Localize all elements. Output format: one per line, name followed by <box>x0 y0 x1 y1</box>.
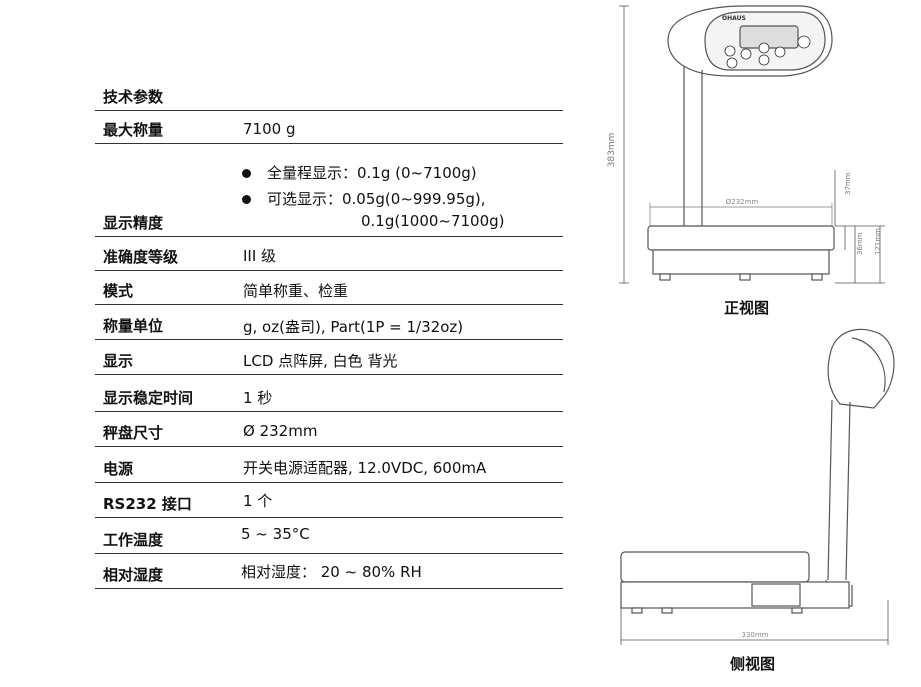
keypad-buttons <box>724 35 811 69</box>
top-dim-label: 37mm <box>844 172 852 195</box>
pan-dimension <box>649 203 833 226</box>
spec-row-class: 准确度等级 III 级 <box>95 237 563 271</box>
side-column <box>825 399 853 607</box>
side-dim-label: 36mm <box>856 232 864 255</box>
spec-value: 5 ~ 35°C <box>241 525 310 543</box>
pan-label: Ø232mm <box>726 198 759 206</box>
spec-header-row: 技术参数 <box>95 84 563 111</box>
side-view-caption: 侧视图 <box>730 655 776 673</box>
spec-bullet-continuation: 0.1g(1000~7100g) <box>361 212 505 230</box>
spec-value: g, oz(盎司), Part(1P = 1/32oz) <box>243 318 464 336</box>
spec-label: 电源 <box>103 460 134 478</box>
spec-row-readability: 显示精度 全量程显示：0.1g (0~7100g) 可选显示：0.05g(0~9… <box>95 144 563 237</box>
spec-label: 显示 <box>103 352 134 370</box>
side-head <box>827 328 895 409</box>
screen-brand: OHAUS <box>722 15 746 22</box>
depth-label: 330mm <box>742 631 769 639</box>
spec-header: 技术参数 <box>103 88 164 106</box>
spec-row-units: 称量单位 g, oz(盎司), Part(1P = 1/32oz) <box>95 305 563 340</box>
spec-label: 模式 <box>103 282 134 300</box>
height-dimension <box>619 5 629 284</box>
spec-value: 简单称重、检重 <box>243 282 349 300</box>
spec-label: 相对湿度 <box>103 566 164 584</box>
spec-row-temp: 工作温度 5 ~ 35°C <box>95 518 563 554</box>
spec-label: 准确度等级 <box>103 248 179 266</box>
side-base <box>620 551 850 614</box>
spec-bullet: 全量程显示：0.1g (0~7100g) <box>242 162 477 183</box>
scale-column <box>683 66 703 226</box>
scale-head <box>667 5 833 77</box>
spec-label: 最大称量 <box>103 121 164 139</box>
spec-row-pan-size: 秤盘尺寸 Ø 232mm <box>95 412 563 447</box>
front-view-drawing: 383mm OHAUS Ø232mm 37mm 36 <box>607 5 885 284</box>
spec-row-display: 显示 LCD 点阵屏, 白色 背光 <box>95 340 563 375</box>
spec-value: 开关电源适配器, 12.0VDC, 600mA <box>243 459 487 477</box>
side-view-drawing: 330mm <box>620 328 895 645</box>
depth-dimension <box>620 600 889 645</box>
spec-value: 7100 g <box>243 120 296 138</box>
spec-label: 显示精度 <box>103 214 164 232</box>
spec-value: LCD 点阵屏, 白色 背光 <box>243 352 398 370</box>
side-dimensions <box>834 170 885 284</box>
spec-row-stabilization: 显示稳定时间 1 秒 <box>95 375 563 412</box>
bullet-dot <box>242 169 251 178</box>
spec-row-humidity: 相对湿度 相对湿度： 20 ~ 80% RH <box>95 554 563 589</box>
spec-value: Ø 232mm <box>243 422 318 440</box>
spec-label: RS232 接口 <box>103 495 192 513</box>
spec-row-power: 电源 开关电源适配器, 12.0VDC, 600mA <box>95 447 563 483</box>
front-view-caption: 正视图 <box>724 299 770 317</box>
scale-base <box>647 225 835 281</box>
spec-value: 1 秒 <box>243 389 273 407</box>
spec-row-capacity: 最大称量 7100 g <box>95 111 563 144</box>
spec-label: 秤盘尺寸 <box>103 424 164 442</box>
spec-value: III 级 <box>243 247 277 265</box>
spec-bullet: 可选显示：0.05g(0~999.95g), <box>242 188 486 209</box>
total-dim-label: 121mm <box>874 228 882 255</box>
spec-label: 称量单位 <box>103 317 164 335</box>
spec-label: 工作温度 <box>103 531 164 549</box>
height-label: 383mm <box>607 133 617 168</box>
spec-row-rs232: RS232 接口 1 个 <box>95 483 563 518</box>
spec-value: 相对湿度： 20 ~ 80% RH <box>241 563 422 581</box>
spec-label: 显示稳定时间 <box>103 389 194 407</box>
spec-row-mode: 模式 简单称重、检重 <box>95 271 563 305</box>
spec-value: 1 个 <box>243 492 273 510</box>
bullet-dot <box>242 195 251 204</box>
